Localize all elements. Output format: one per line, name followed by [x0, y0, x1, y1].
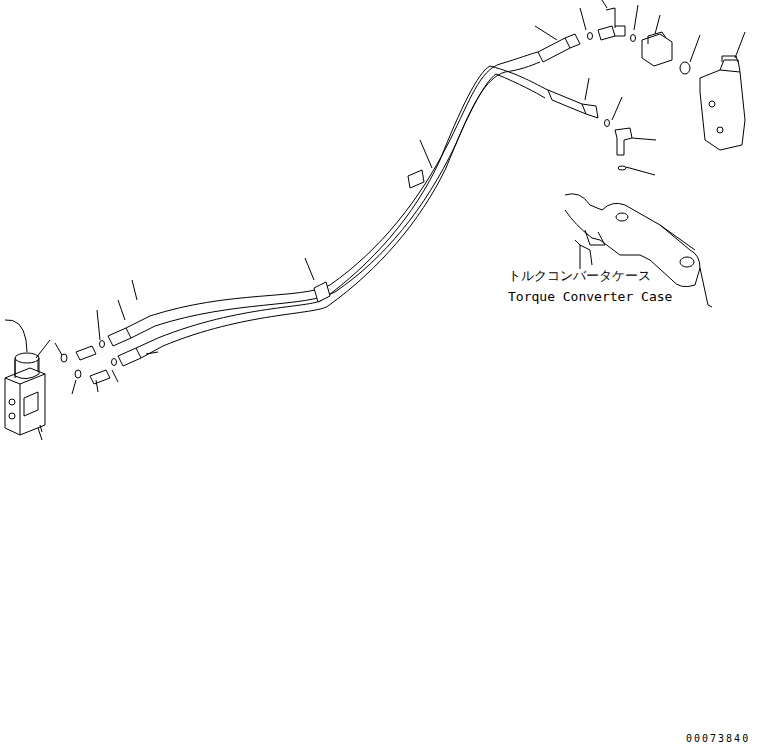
drawing-number: 00073840: [686, 733, 750, 744]
part-label: Torque Converter Case: [508, 290, 672, 304]
part-label-jp: トルクコンバータケース: [508, 269, 651, 283]
